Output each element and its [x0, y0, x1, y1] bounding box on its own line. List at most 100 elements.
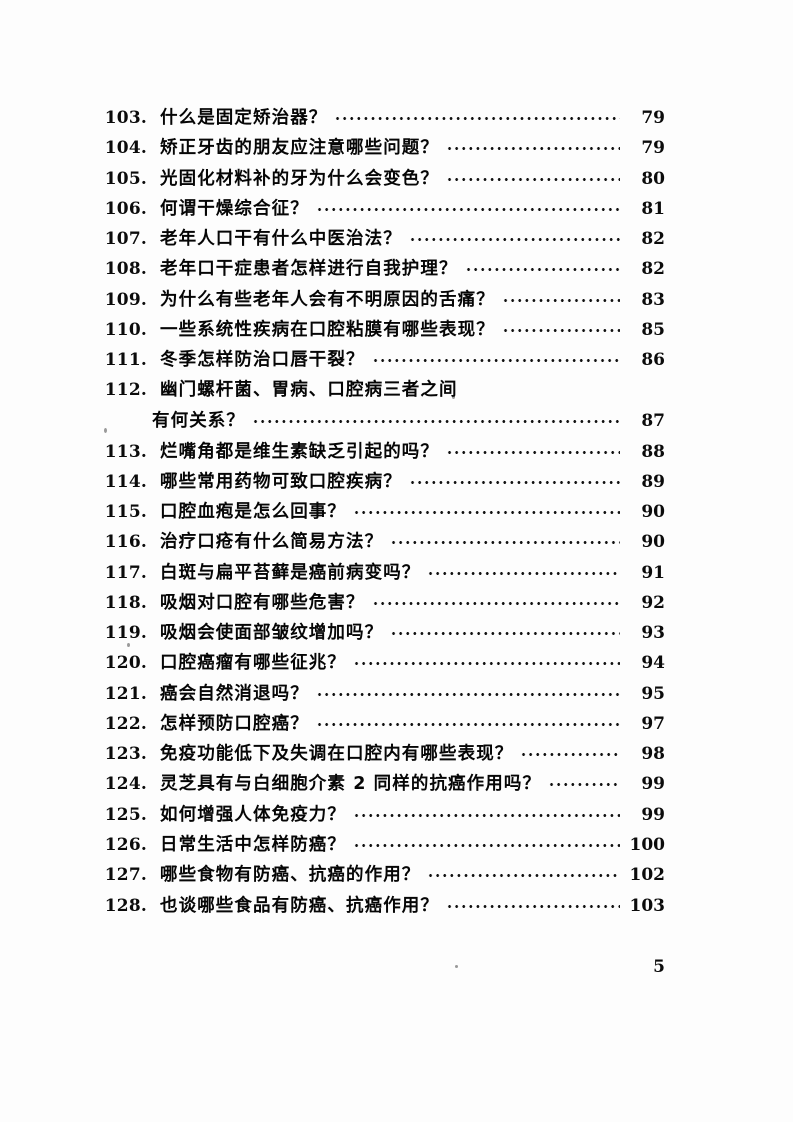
toc-entry-number: 127.: [104, 865, 147, 886]
toc-entry-page-number: 95: [641, 683, 665, 704]
toc-entry-number: 115.: [104, 502, 147, 523]
toc-entry-title: 烂嘴角都是维生素缺乏引起的吗？: [160, 441, 439, 462]
toc-entry[interactable]: 107. 老年人口干有什么中医治法？ 82: [95, 229, 665, 251]
toc-entry[interactable]: 113.烂嘴角都是维生素缺乏引起的吗？88: [95, 442, 665, 464]
toc-leader-dots: [501, 291, 620, 305]
toc-entry-number: 119.: [104, 623, 147, 644]
toc-entry-title: 哪些食物有防癌、抗癌的作用？: [160, 865, 421, 886]
toc-entry-list: 103.什么是固定矫治器？79 104. 矫正牙齿的朋友应注意哪些问题？ 79 105.…: [95, 108, 665, 926]
toc-leader-dots: [446, 897, 620, 911]
toc-leader-dots: [408, 230, 620, 244]
toc-entry[interactable]: 105. 光固化材料补的牙为什么会变色？ 80: [95, 169, 665, 191]
toc-entry-page-number: 83: [641, 289, 665, 310]
toc-leader-dots: [390, 624, 620, 638]
toc-entry[interactable]: 117.白斑与扁平苔藓是癌前病变吗？91: [95, 563, 665, 585]
toc-entry-page-number: 89: [641, 471, 665, 492]
toc-entry-number: 114.: [104, 471, 147, 492]
toc-entry-page-number: 91: [641, 562, 665, 583]
toc-leader-dots: [548, 775, 620, 789]
toc-entry[interactable]: 104. 矫正牙齿的朋友应注意哪些问题？ 79: [95, 138, 665, 160]
toc-entry[interactable]: 115.口腔血疱是怎么回事？90: [95, 502, 665, 524]
toc-entry[interactable]: 121. 癌会自然消退吗？ 95: [95, 684, 665, 706]
toc-entry[interactable]: 116.治疗口疮有什么简易方法？90: [95, 532, 665, 554]
toc-entry[interactable]: 123.免疫功能低下及失调在口腔内有哪些表现？98: [95, 744, 665, 766]
toc-entry-number: 122.: [104, 713, 147, 734]
toc-entry[interactable]: 119.吸烟会使面部皱纹增加吗？93: [95, 623, 665, 645]
page-folio-number: 5: [653, 957, 665, 977]
toc-entry-number: 106.: [104, 198, 147, 219]
toc-entry-number: 113.: [104, 441, 147, 462]
toc-entry-number: 124.: [104, 774, 147, 795]
toc-entry[interactable]: 122.怎样预防口腔癌？97: [95, 714, 665, 736]
toc-entry-page-number: 100: [629, 834, 666, 855]
toc-entry-title: 矫正牙齿的朋友应注意哪些问题？: [160, 138, 439, 159]
toc-entry-number: 111.: [104, 350, 147, 371]
toc-entry-number: 112.: [104, 380, 147, 401]
toc-leader-dots: [315, 685, 620, 699]
toc-entry-page-number: 93: [641, 623, 665, 644]
toc-entry-page-number: 82: [641, 229, 665, 250]
toc-entry[interactable]: 114.哪些常用药物可致口腔疾病？89: [95, 472, 665, 494]
toc-entry-number: 125.: [104, 804, 147, 825]
toc-entry-title: 也谈哪些食品有防癌、抗癌作用？: [160, 895, 439, 916]
toc-entry-number: 108.: [104, 259, 147, 280]
toc-entry[interactable]: 120.口腔癌瘤有哪些征兆？94: [95, 653, 665, 675]
toc-entry-title: 何谓干燥综合征？: [160, 198, 309, 219]
toc-entry-title: 如何增强人体免疫力？: [160, 804, 346, 825]
toc-entry-number: 121.: [104, 683, 147, 704]
toc-entry-number: 118.: [104, 592, 147, 613]
toc-leader-dots: [446, 443, 620, 457]
toc-entry-page-number: 80: [641, 168, 665, 189]
toc-entry-title: 老年口干症患者怎样进行自我护理？: [160, 259, 458, 280]
toc-entry[interactable]: 108. 老年口干症患者怎样进行自我护理？ 82: [95, 259, 665, 281]
toc-entry-number: 104.: [104, 138, 147, 159]
toc-entry-number: 128.: [104, 895, 147, 916]
toc-entry[interactable]: 111.冬季怎样防治口唇干裂？86: [95, 350, 665, 372]
toc-entry[interactable]: 106.何谓干燥综合征？81: [95, 199, 665, 221]
toc-entry[interactable]: 118. 吸烟对口腔有哪些危害？ 92: [95, 593, 665, 615]
toc-entry-title: 光固化材料补的牙为什么会变色？: [160, 168, 439, 189]
toc-leader-dots: [427, 866, 620, 880]
toc-entry[interactable]: 124.灵芝具有与白细胞介素 2 同样的抗癌作用吗？99: [95, 774, 665, 796]
toc-entry[interactable]: 126. 日常生活中怎样防癌？ 100: [95, 835, 665, 857]
toc-entry-title: 老年人口干有什么中医治法？: [160, 229, 402, 250]
toc-entry-number: 116.: [104, 532, 147, 553]
scan-speck: [127, 643, 130, 647]
toc-entry-title: 日常生活中怎样防癌？: [160, 834, 346, 855]
toc-leader-dots: [520, 745, 620, 759]
toc-entry-number: 107.: [104, 229, 147, 250]
toc-entry[interactable]: 128.也谈哪些食品有防癌、抗癌作用？103: [95, 896, 665, 918]
toc-entry-page-number: 98: [641, 744, 665, 765]
toc-entry[interactable]: 103.什么是固定矫治器？79: [95, 108, 665, 130]
toc-entry-page-number: 79: [641, 138, 665, 159]
toc-entry-number: 120.: [104, 653, 147, 674]
toc-entry-page-number: 97: [641, 713, 665, 734]
toc-entry[interactable]: 127.哪些食物有防癌、抗癌的作用？102: [95, 865, 665, 887]
toc-leader-dots: [353, 806, 620, 820]
toc-entry-page-number: 87: [641, 411, 665, 432]
toc-leader-dots: [464, 260, 620, 274]
toc-entry[interactable]: 110.一些系统性疾病在口腔粘膜有哪些表现？85: [95, 320, 665, 342]
toc-leader-dots: [501, 321, 620, 335]
toc-leader-dots: [390, 533, 620, 547]
toc-leader-dots: [371, 594, 620, 608]
toc-leader-dots: [371, 351, 620, 365]
toc-entry-title: 冬季怎样防治口唇干裂？: [160, 350, 365, 371]
toc-leader-dots: [252, 412, 620, 426]
toc-entry-title: 癌会自然消退吗？: [160, 683, 309, 704]
toc-entry-title: 治疗口疮有什么简易方法？: [160, 532, 384, 553]
toc-entry-number: 105.: [104, 168, 147, 189]
toc-entry-page-number: 92: [641, 592, 665, 613]
toc-leader-dots: [446, 139, 620, 153]
toc-entry-title: 吸烟对口腔有哪些危害？: [160, 592, 365, 613]
toc-entry-title: 口腔血疱是怎么回事？: [160, 502, 346, 523]
toc-entry-page-number: 99: [641, 804, 665, 825]
toc-entry-number: 126.: [104, 834, 147, 855]
toc-entry[interactable]: 112.幽门螺杆菌、胃病、口腔病三者之间有何关系？87: [95, 380, 665, 433]
toc-entry[interactable]: 125. 如何增强人体免疫力？ 99: [95, 805, 665, 827]
scan-speck: [455, 965, 458, 968]
toc-entry-number: 110.: [104, 319, 147, 340]
toc-entry[interactable]: 109.为什么有些老年人会有不明原因的舌痛？83: [95, 290, 665, 312]
toc-entry-page-number: 82: [641, 259, 665, 280]
